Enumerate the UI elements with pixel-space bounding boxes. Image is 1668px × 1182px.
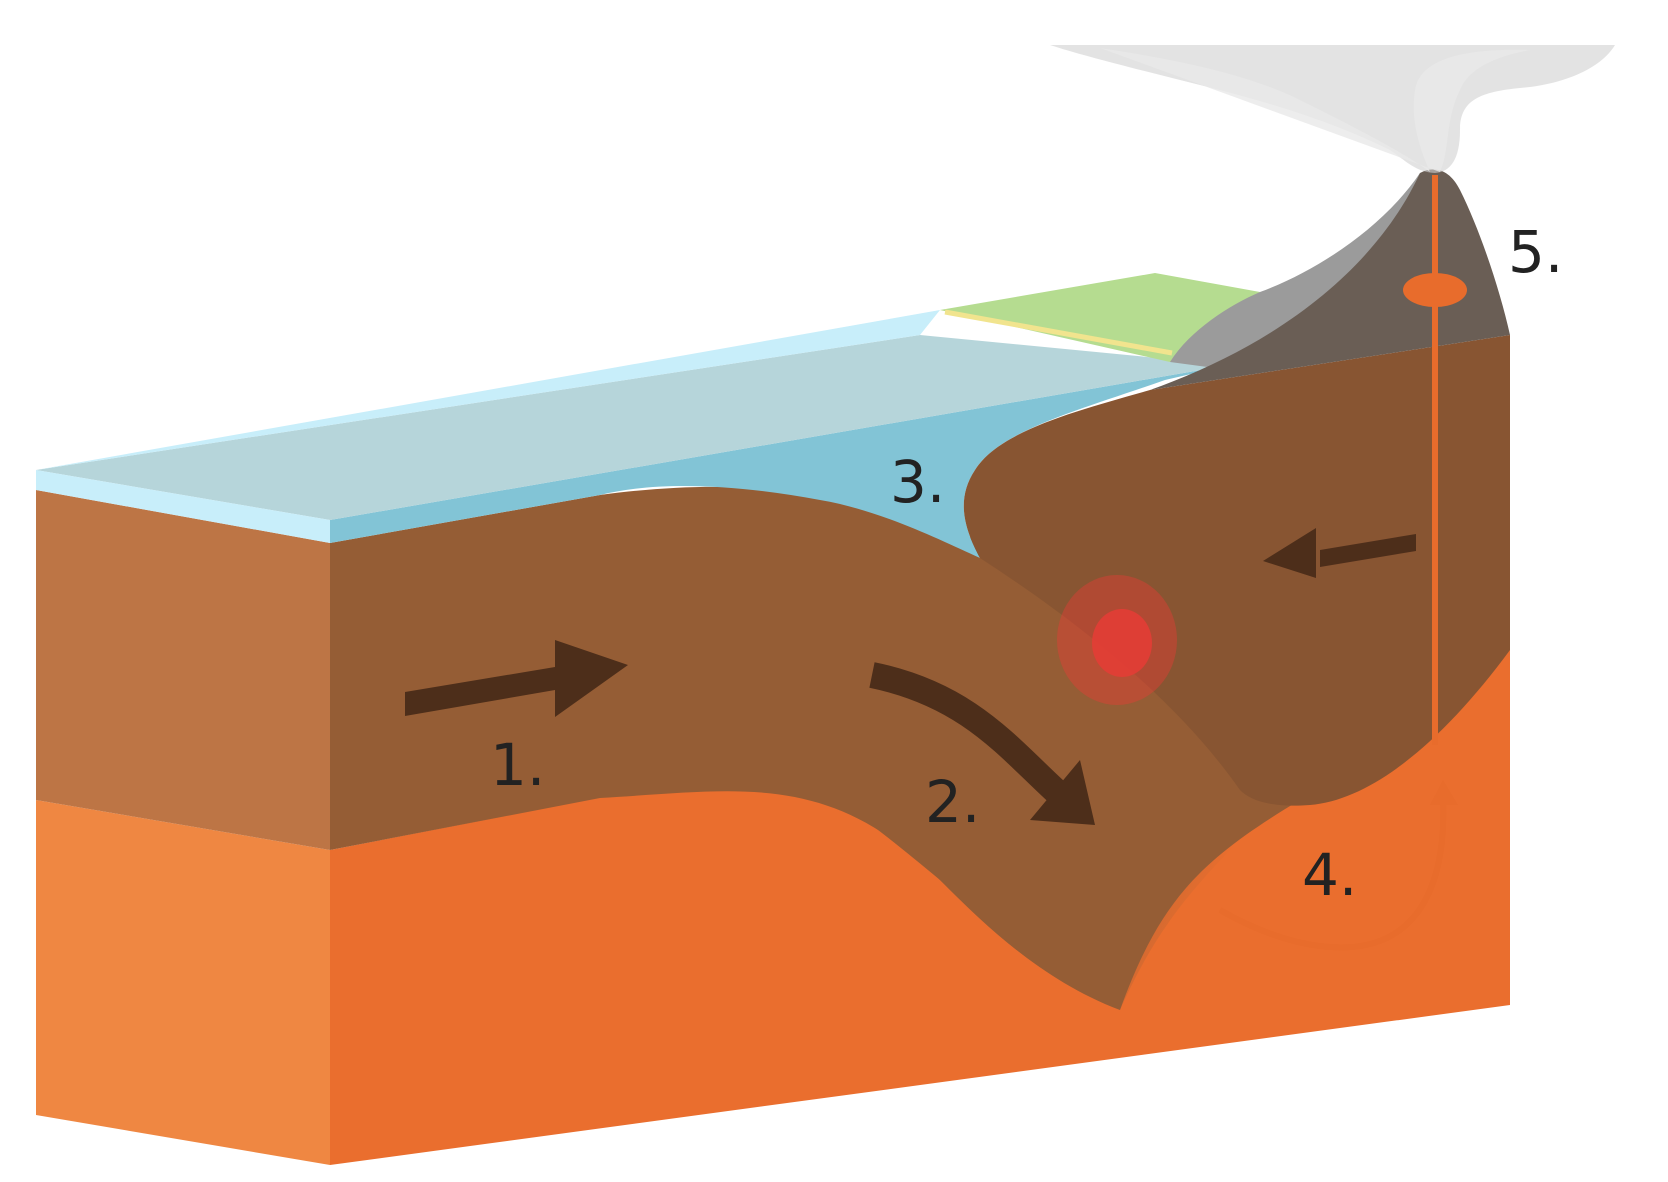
earthquake-focus-icon <box>1092 609 1152 677</box>
magma-chamber-icon <box>1403 273 1467 307</box>
label-step-3: 3. <box>890 448 945 516</box>
mantle-side-face <box>36 800 330 1165</box>
volcano-cone <box>1150 169 1510 390</box>
ocean-surface <box>36 335 1230 520</box>
continental-land <box>940 273 1260 362</box>
ocean-surface-side <box>36 470 330 543</box>
label-step-5: 5. <box>1508 218 1563 286</box>
arrow-right-icon <box>405 640 628 717</box>
label-step-2: 2. <box>925 768 980 836</box>
label-step-1: 1. <box>490 731 545 799</box>
label-step-4: 4. <box>1302 841 1357 909</box>
ash-plume-inner <box>1100 48 1530 172</box>
ash-plume <box>1050 45 1615 173</box>
curved-arrow-down-head <box>1030 760 1095 825</box>
continental-plate <box>963 335 1510 806</box>
curved-arrow-up-head <box>1430 780 1458 805</box>
arrow-left-body <box>1320 534 1416 567</box>
arrow-left-icon <box>1263 528 1415 578</box>
ocean-surface-far-edge <box>36 310 940 470</box>
subducting-slab <box>820 700 1260 1010</box>
curved-arrow-up-icon <box>1218 794 1447 951</box>
oceanic-plate-side-face <box>36 490 330 850</box>
curved-arrow-down-icon <box>869 662 1069 805</box>
beach-line <box>944 309 1173 356</box>
ocean-water <box>330 365 1230 558</box>
